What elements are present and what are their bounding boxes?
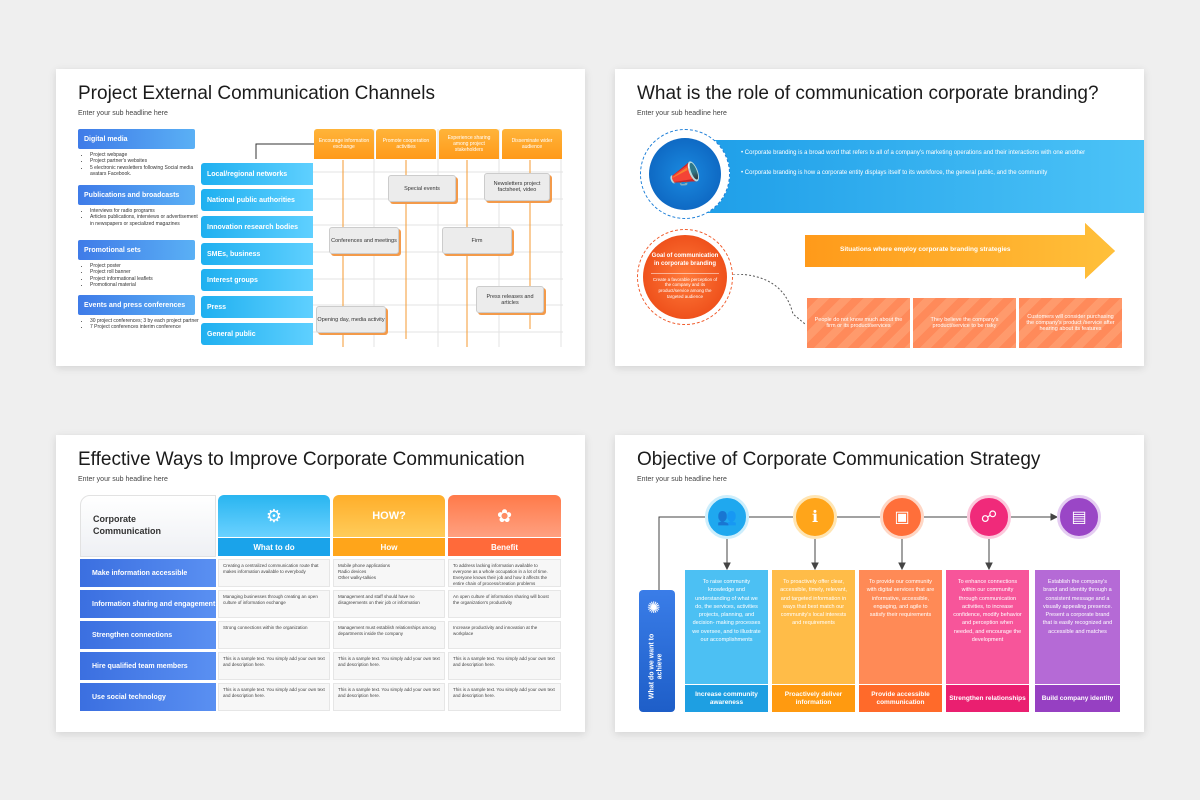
table-cell: An open culture of information sharing w…: [448, 590, 561, 618]
channel-press: Press: [201, 296, 313, 318]
community-icon: 👥: [705, 495, 749, 539]
slide-title: Objective of Corporate Communication Str…: [637, 449, 1041, 470]
situation-box: Customers will consider purchasing the c…: [1019, 298, 1122, 348]
table-cell: This is a sample text. You simply add yo…: [218, 683, 330, 711]
category-list: Project webpage Project partner's websit…: [80, 152, 200, 177]
branding-circle: 📣: [640, 129, 730, 219]
row-label: Make information accessible: [80, 559, 216, 587]
category-publications: Publications and broadcasts: [78, 185, 195, 205]
slide-communication-strategy[interactable]: Objective of Corporate Communication Str…: [615, 435, 1144, 732]
channel-national-authorities: National public authorities: [201, 189, 313, 211]
objective-header: Promote cooperation activities: [376, 129, 436, 159]
corner-cell: Corporate Communication: [80, 495, 216, 557]
dashed-connector: [733, 274, 806, 325]
accessible-icon: ▣: [880, 495, 924, 539]
objective-label: Increase community awareness: [685, 685, 768, 712]
objective-text: Establish the company's brand and identi…: [1035, 570, 1120, 684]
row-label: Information sharing and engagement: [80, 590, 216, 618]
slide-subtitle: Enter your sub headline here: [78, 110, 168, 117]
header-how: How: [333, 538, 445, 556]
table-cell: Increase productivity and innovation at …: [448, 621, 561, 649]
brain-icon: ✺: [647, 600, 661, 617]
table-cell: Management and staff should have no disa…: [333, 590, 445, 618]
channel-innovation-bodies: Innovation research bodies: [201, 216, 313, 238]
table-cell: This is a sample text. You simply add yo…: [448, 652, 561, 680]
slide-title: Effective Ways to Improve Corporate Comm…: [78, 449, 525, 470]
objective-label: Build company identity: [1035, 685, 1120, 712]
arrow-label: Situations where employ corporate brandi…: [840, 246, 1011, 253]
objective-label: Provide accessible communication: [859, 685, 942, 712]
objective-text: To provide our community with digital se…: [859, 570, 942, 684]
objective-label: Strengthen relationships: [946, 685, 1029, 712]
slide-subtitle: Enter your sub headline here: [637, 110, 727, 117]
category-promotional: Promotional sets: [78, 240, 195, 260]
blue-band: [695, 140, 1144, 213]
objective-text: To proactively offer clear, accessible, …: [772, 570, 855, 684]
category-digital-media: Digital media: [78, 129, 195, 149]
side-label-box: ✺ What do we want to achieve: [639, 590, 675, 712]
table-cell: This is a sample text. You simply add yo…: [448, 683, 561, 711]
row-label: Hire qualified team members: [80, 652, 216, 680]
objective-text: To enhance connections within our commun…: [946, 570, 1029, 684]
objective-text: To raise community knowledge and underst…: [685, 570, 768, 684]
channel-interest-groups: Interest groups: [201, 269, 313, 291]
row-label: Strengthen connections: [80, 621, 216, 649]
relationships-icon: ☍: [967, 495, 1011, 539]
box-newsletters: Newsletters project factsheet, video: [484, 173, 550, 201]
channel-smes: SMEs, business: [201, 243, 313, 265]
table-cell: Management must establish relationships …: [333, 621, 445, 649]
category-list: Interviews for radio programs Articles p…: [80, 208, 200, 227]
channel-general-public: General public: [201, 323, 313, 345]
table-cell: This is a sample text. You simply add yo…: [333, 683, 445, 711]
slide-subtitle: Enter your sub headline here: [78, 476, 168, 483]
header-benefit: Benefit: [448, 538, 561, 556]
objective-header: Experience sharing among project stakeho…: [439, 129, 499, 159]
objective-header: Disseminate wider audience: [502, 129, 562, 159]
megaphone-icon: 📣: [649, 138, 721, 210]
box-opening-day: Opening day, media activity: [316, 306, 386, 333]
table-cell: Strong connections within the organizati…: [218, 621, 330, 649]
situation-box: They believe the company's product/servi…: [913, 298, 1016, 348]
goal-circle: Goal of communication in corporate brand…: [637, 229, 733, 325]
slide-improve-communication[interactable]: Effective Ways to Improve Corporate Comm…: [56, 435, 585, 732]
box-special-events: Special events: [388, 175, 456, 202]
slide-subtitle: Enter your sub headline here: [637, 476, 727, 483]
situation-box: People do not know much about the firm o…: [807, 298, 910, 348]
slide-communication-channels[interactable]: Project External Communication Channels …: [56, 69, 585, 366]
info-icon: ℹ: [793, 495, 837, 539]
goal-content: Goal of communication in corporate brand…: [643, 235, 727, 319]
branding-bullets: • Corporate branding is a broad word tha…: [741, 150, 1086, 177]
box-firm: Firm: [442, 227, 512, 254]
category-list: 30 project conferences; 3 by each projec…: [80, 318, 200, 331]
table-cell: This is a sample text. You simply add yo…: [333, 652, 445, 680]
row-label: Use social technology: [80, 683, 216, 711]
header-benefit-icon: ✿: [448, 495, 561, 537]
slide-title: What is the role of communication corpor…: [637, 83, 1099, 104]
box-press-releases: Press releases and articles: [476, 286, 544, 313]
identity-icon: ▤: [1057, 495, 1101, 539]
table-cell: To address lacking information available…: [448, 559, 561, 587]
table-cell: This is a sample text. You simply add yo…: [218, 652, 330, 680]
header-what-icon: ⚙: [218, 495, 330, 537]
category-list: Project poster Project roll banner Proje…: [80, 263, 200, 288]
table-cell: Mobile phone applications Radio devices …: [333, 559, 445, 587]
category-events: Events and press conferences: [78, 295, 195, 315]
slide-title: Project External Communication Channels: [78, 83, 435, 104]
slide-corporate-branding[interactable]: What is the role of communication corpor…: [615, 69, 1144, 366]
header-what: What to do: [218, 538, 330, 556]
objective-label: Proactively deliver information: [772, 685, 855, 712]
connector-lines: [658, 513, 1059, 590]
objective-header: Encourage information exchange: [314, 129, 374, 159]
header-how-icon: HOW?: [333, 495, 445, 537]
table-cell: Creating a centralized communication rou…: [218, 559, 330, 587]
orange-arrow: [805, 223, 1115, 279]
box-conferences: Conferences and meetings: [329, 227, 399, 254]
channel-local-networks: Local/regional networks: [201, 163, 313, 185]
table-cell: Managing businesses through creating an …: [218, 590, 330, 618]
